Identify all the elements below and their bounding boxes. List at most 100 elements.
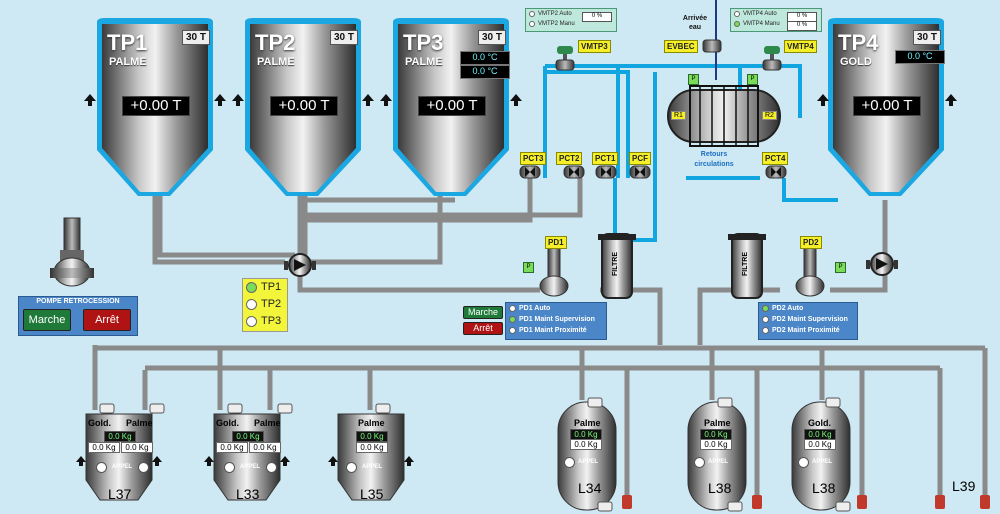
pressure-tag-1: P: [688, 74, 699, 85]
l35-total-weight: 0.0 Kg: [356, 431, 388, 442]
filter-right: [728, 233, 766, 299]
pd1-auto-option[interactable]: PD1 Auto: [509, 305, 550, 312]
heat-exchanger: [667, 85, 781, 147]
l37-name: L37: [108, 486, 132, 502]
l33-name: L33: [236, 486, 260, 502]
tank-tp2-weight: +0.00 T: [270, 96, 338, 116]
pd1-marche-button[interactable]: Marche: [463, 306, 503, 319]
pd1-arret-button[interactable]: Arrêt: [463, 322, 503, 335]
pd1-maint-proximite-radio[interactable]: [509, 327, 516, 334]
tank-tp1-title: TP1: [107, 30, 148, 55]
vmtp4-value2: 0 %: [787, 21, 817, 31]
pd1-maint-supervision-radio[interactable]: [509, 316, 516, 323]
tp1-radio[interactable]: [246, 281, 257, 293]
l33-appel-left-button[interactable]: [224, 462, 235, 473]
vmtp4-manu-option[interactable]: VMTP4 Manu: [734, 21, 780, 27]
l34-appel-button[interactable]: [564, 457, 575, 468]
pd1-maint-proximite-option[interactable]: PD1 Maint Proximité: [509, 327, 587, 334]
pressure-tag-3: P: [523, 262, 534, 273]
tank-tp3-weight: +0.00 T: [418, 96, 486, 116]
vmtp2-auto-option[interactable]: VMTP2 Auto: [529, 11, 572, 17]
pd1-maint-supervision-option[interactable]: PD1 Maint Supervision: [509, 316, 595, 323]
pd2-maint-proximite-option[interactable]: PD2 Maint Proximité: [762, 327, 840, 334]
valve-vmtp4-tag[interactable]: VMTP4: [784, 40, 817, 53]
valve-evbec-tag[interactable]: EVBEC: [664, 40, 698, 53]
filter-left-label: FILTRE: [612, 252, 619, 276]
pd2-auto-radio[interactable]: [762, 305, 769, 312]
tank-tp4-weight: +0.00 T: [853, 96, 921, 116]
outlet-valves: [622, 495, 990, 509]
tp2-radio[interactable]: [246, 298, 257, 310]
l34-weight: 0.0 Kg: [570, 439, 602, 450]
vmtp4-auto-radio[interactable]: [734, 11, 740, 17]
valve-pct1-tag[interactable]: PCT1: [592, 152, 619, 165]
l33-appel-label: APPEL: [240, 464, 261, 470]
l34-product: Palme: [574, 418, 601, 428]
pump-pd1-tag[interactable]: PD1: [545, 236, 567, 249]
tank-tp3-title: TP3: [403, 30, 444, 55]
l34-name: L34: [578, 480, 602, 496]
tank-tp1-product: PALME: [109, 56, 147, 68]
pd2-maint-proximite-radio[interactable]: [762, 327, 769, 334]
three-way-valve-left: [284, 253, 316, 277]
pd1-auto-radio[interactable]: [509, 305, 516, 312]
l37-appel-right-button[interactable]: [138, 462, 149, 473]
tank-tp3-capacity: 30 T: [478, 30, 507, 45]
l35-name: L35: [360, 486, 384, 502]
tp3-radio[interactable]: [246, 315, 257, 327]
tank-tp2-product: PALME: [257, 56, 295, 68]
l33-right-weight: 0.0 Kg: [249, 442, 281, 453]
pump-retrocession-icon: [50, 217, 94, 287]
l33-total-weight: 0.0 Kg: [232, 431, 264, 442]
l38b-name: L38: [812, 480, 836, 496]
l33-right-product: Palme: [254, 418, 281, 428]
exchanger-returns-label: Retours circulations: [694, 151, 734, 168]
l38b-product: Gold.: [808, 418, 831, 428]
vmtp2-manu-radio[interactable]: [529, 21, 535, 27]
l38a-appel-button[interactable]: [694, 457, 705, 468]
three-way-valve-right: [866, 252, 898, 276]
l37-appel-left-button[interactable]: [96, 462, 107, 473]
pump-pd2-tag[interactable]: PD2: [800, 236, 822, 249]
tank-tp4-product: GOLD: [840, 56, 872, 68]
water-inlet-label: Arrivée eau: [682, 15, 708, 31]
l33-left-product: Gold.: [216, 418, 239, 428]
l38a-weight: 0.0 Kg: [700, 439, 732, 450]
retro-arret-button[interactable]: Arrêt: [83, 309, 131, 331]
vmtp2-auto-radio[interactable]: [529, 11, 535, 17]
retro-marche-button[interactable]: Marche: [23, 309, 71, 331]
vmtp4-auto-option[interactable]: VMTP4 Auto: [734, 11, 777, 17]
tp-option-tp3[interactable]: TP3: [246, 315, 281, 327]
valve-pcf-tag[interactable]: PCF: [629, 152, 651, 165]
valve-pct4-tag[interactable]: PCT4: [762, 152, 789, 165]
tank-tp3-temp1: 0.0 °C: [460, 51, 510, 65]
valve-icons: [519, 39, 787, 179]
filter-left: [598, 233, 636, 299]
vmtp2-panel: VMTP2 Auto VMTP2 Manu 0 %: [525, 8, 617, 32]
valve-pct3-tag[interactable]: PCT3: [520, 152, 547, 165]
vmtp4-manu-radio[interactable]: [734, 21, 740, 27]
pd2-auto-option[interactable]: PD2 Auto: [762, 305, 803, 312]
tp-option-tp1[interactable]: TP1: [246, 281, 281, 293]
valve-vmtp3-tag[interactable]: VMTP3: [578, 40, 611, 53]
vmtp2-value: 0 %: [582, 12, 612, 22]
tp-option-tp2[interactable]: TP2: [246, 298, 281, 310]
l37-right-product: Palme: [126, 418, 153, 428]
valve-pct2-tag[interactable]: PCT2: [556, 152, 583, 165]
exchanger-r1: R1: [671, 111, 686, 120]
l35-appel-button[interactable]: [346, 462, 357, 473]
pd2-maint-supervision-option[interactable]: PD2 Maint Supervision: [762, 316, 848, 323]
tank-tp1-weight: +0.00 T: [122, 96, 190, 116]
l37-total-weight: 0.0 Kg: [104, 431, 136, 442]
filter-right-label: FILTRE: [742, 252, 749, 276]
l38a-appel-label: APPEL: [708, 459, 729, 465]
l35-product: Palme: [358, 418, 385, 428]
vessel-arrow-icons: [76, 456, 414, 466]
tank-tp4-temp1: 0.0 °C: [895, 50, 945, 64]
tank-tp1-capacity: 30 T: [182, 30, 211, 45]
l34-appel-label: APPEL: [578, 459, 599, 465]
vmtp2-manu-option[interactable]: VMTP2 Manu: [529, 21, 575, 27]
l38b-appel-button[interactable]: [798, 457, 809, 468]
pd2-maint-supervision-radio[interactable]: [762, 316, 769, 323]
l33-appel-right-button[interactable]: [266, 462, 277, 473]
